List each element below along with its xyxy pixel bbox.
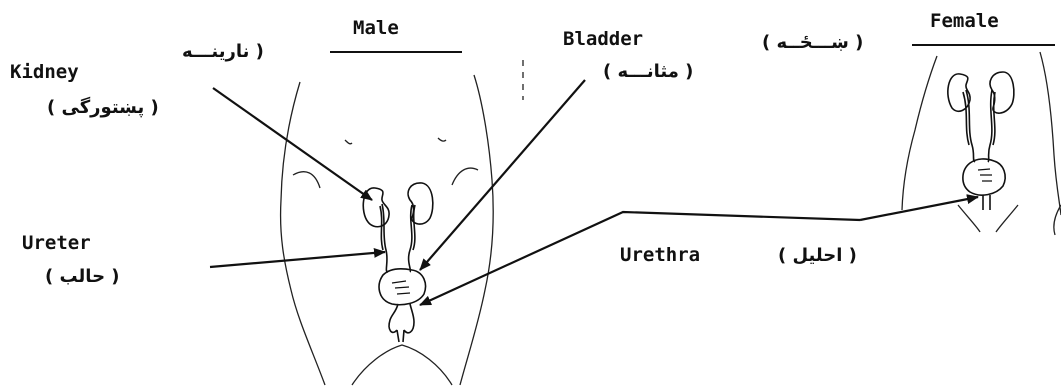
male-bladder-icon [379, 269, 425, 305]
ureter-label: Ureter [22, 234, 91, 253]
male-right-ureter [409, 205, 412, 272]
bladder-label: Bladder [563, 30, 643, 49]
urethra-local-label: ( احلیل ) [778, 247, 857, 265]
urethra-label: Urethra [620, 246, 700, 265]
pointer-arrows [210, 80, 978, 305]
male-local-label: ( نارینـــه [182, 43, 264, 61]
male-left-ureter [382, 204, 388, 272]
male-organs [363, 183, 433, 342]
kidney-label: Kidney [10, 63, 79, 82]
female-urethra [983, 195, 990, 210]
male-left-kidney-icon [363, 188, 389, 227]
male-body-outline [281, 60, 523, 385]
female-title: Female [930, 12, 999, 31]
male-genitals [389, 304, 414, 342]
kidney-pointer-arrow [213, 88, 372, 200]
female-local-label: ( ښـــځــه ) [762, 34, 863, 52]
kidney-local-label: ( پښتورگی ) [47, 99, 159, 117]
male-title: Male [353, 19, 399, 38]
male-right-kidney-icon [408, 183, 433, 224]
ureter-local-label: ( حالب ) [45, 268, 120, 286]
female-bladder-icon [963, 159, 1005, 195]
bladder-local-label: ( مثانـــه ) [603, 63, 693, 81]
ureter-pointer-arrow [210, 252, 385, 267]
female-right-ureter [988, 90, 992, 162]
female-organs [948, 72, 1014, 210]
